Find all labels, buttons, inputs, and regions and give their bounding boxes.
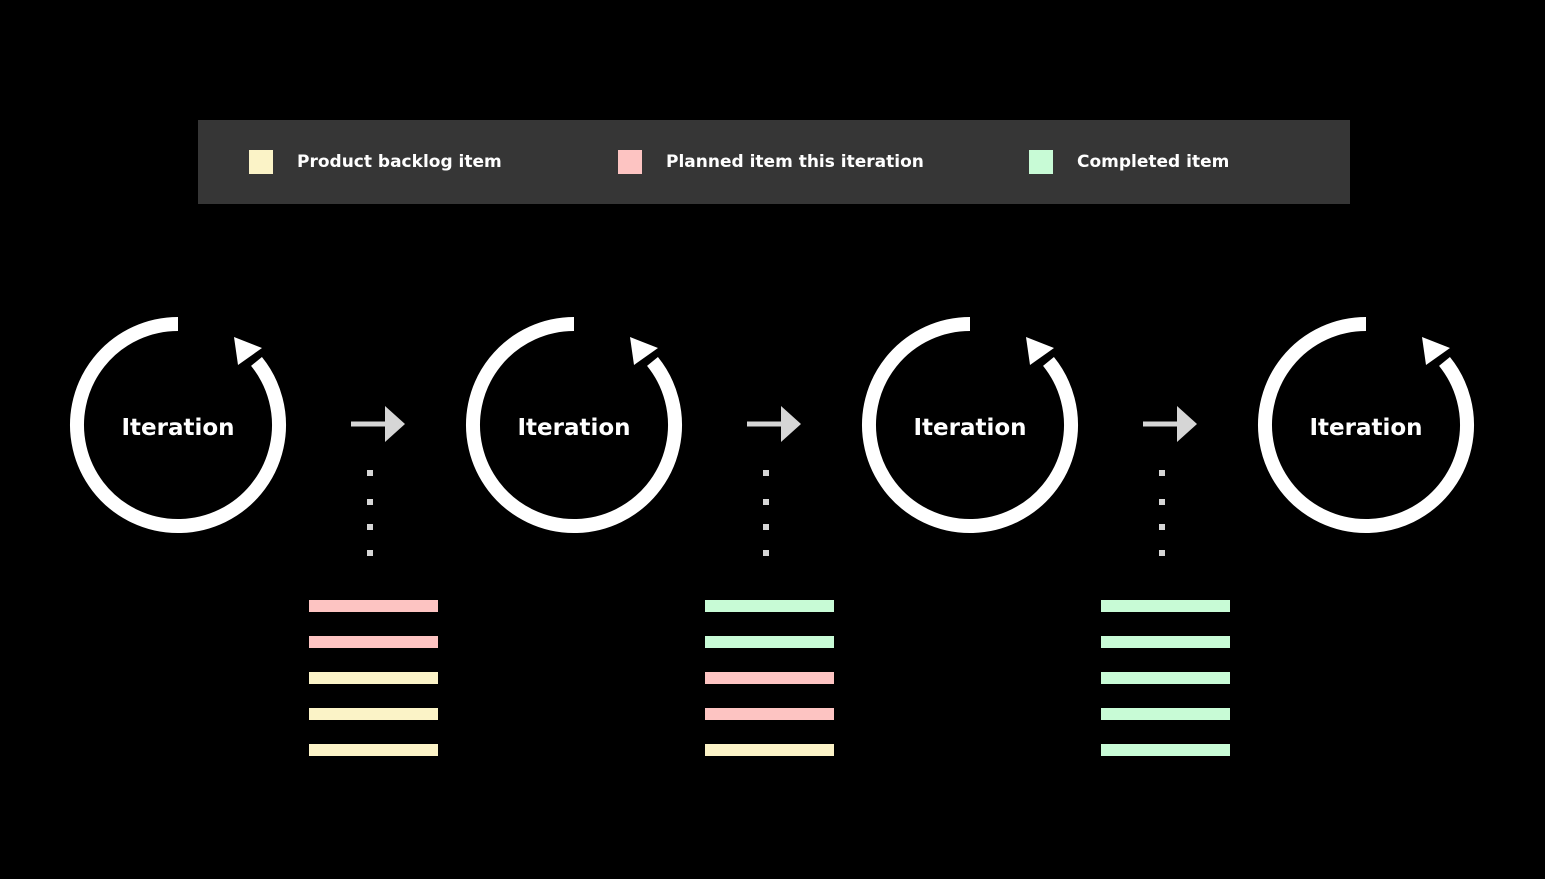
- item-bar-backlog: [309, 744, 438, 756]
- connector-dot: [1159, 470, 1165, 476]
- item-stack: [1101, 600, 1230, 756]
- iteration-connectors: [351, 406, 1197, 556]
- arrow-right-icon: [1177, 406, 1197, 442]
- item-bar-planned: [309, 636, 438, 648]
- cycle-arrowhead-icon: [1422, 337, 1450, 365]
- item-bar-backlog: [309, 672, 438, 684]
- cycle-arrowhead-icon: [234, 337, 262, 365]
- cycle-arc: [70, 317, 286, 533]
- iteration-label: Iteration: [517, 415, 630, 441]
- connector: [747, 406, 801, 556]
- iteration-cycle: [862, 317, 1078, 533]
- iteration-label: Iteration: [121, 415, 234, 441]
- cycle-arc: [1258, 317, 1474, 533]
- connector-dot: [367, 470, 373, 476]
- connector-dot: [763, 499, 769, 505]
- connector-dot: [763, 550, 769, 556]
- legend: Product backlog item Planned item this i…: [198, 120, 1350, 204]
- iteration-cycles: [70, 317, 1474, 533]
- cycle-arrowhead-icon: [630, 337, 658, 365]
- item-bar-completed: [1101, 672, 1230, 684]
- connector-dot: [1159, 524, 1165, 530]
- connector-dot: [763, 524, 769, 530]
- iteration-labels: Iteration Iteration Iteration Iteration: [121, 415, 1422, 441]
- legend-swatch-completed: [1029, 150, 1053, 174]
- item-stack: [309, 600, 438, 756]
- connector-dot: [367, 499, 373, 505]
- cycle-arc: [466, 317, 682, 533]
- item-bar-completed: [705, 600, 834, 612]
- item-bar-completed: [1101, 600, 1230, 612]
- item-bar-planned: [705, 708, 834, 720]
- arrow-right-icon: [781, 406, 801, 442]
- legend-label-backlog: Product backlog item: [297, 152, 502, 172]
- item-bar-planned: [705, 672, 834, 684]
- item-bar-planned: [309, 600, 438, 612]
- item-stacks: [309, 600, 1230, 756]
- iteration-cycle: [466, 317, 682, 533]
- item-bar-completed: [1101, 708, 1230, 720]
- connector: [1143, 406, 1197, 556]
- item-bar-backlog: [705, 744, 834, 756]
- connector-dot: [367, 550, 373, 556]
- iteration-cycle: [1258, 317, 1474, 533]
- connector-dot: [367, 524, 373, 530]
- cycle-arrowhead-icon: [1026, 337, 1054, 365]
- iteration-label: Iteration: [1309, 415, 1422, 441]
- iteration-cycle: [70, 317, 286, 533]
- connector-dot: [1159, 499, 1165, 505]
- item-bar-completed: [705, 636, 834, 648]
- connector-dot: [763, 470, 769, 476]
- legend-label-planned: Planned item this iteration: [666, 152, 924, 172]
- legend-swatch-planned: [618, 150, 642, 174]
- arrow-right-icon: [385, 406, 405, 442]
- iteration-label: Iteration: [913, 415, 1026, 441]
- connector: [351, 406, 405, 556]
- item-bar-backlog: [309, 708, 438, 720]
- cycle-arc: [862, 317, 1078, 533]
- legend-label-completed: Completed item: [1077, 152, 1230, 172]
- connector-dot: [1159, 550, 1165, 556]
- item-stack: [705, 600, 834, 756]
- legend-swatch-backlog: [249, 150, 273, 174]
- item-bar-completed: [1101, 744, 1230, 756]
- item-bar-completed: [1101, 636, 1230, 648]
